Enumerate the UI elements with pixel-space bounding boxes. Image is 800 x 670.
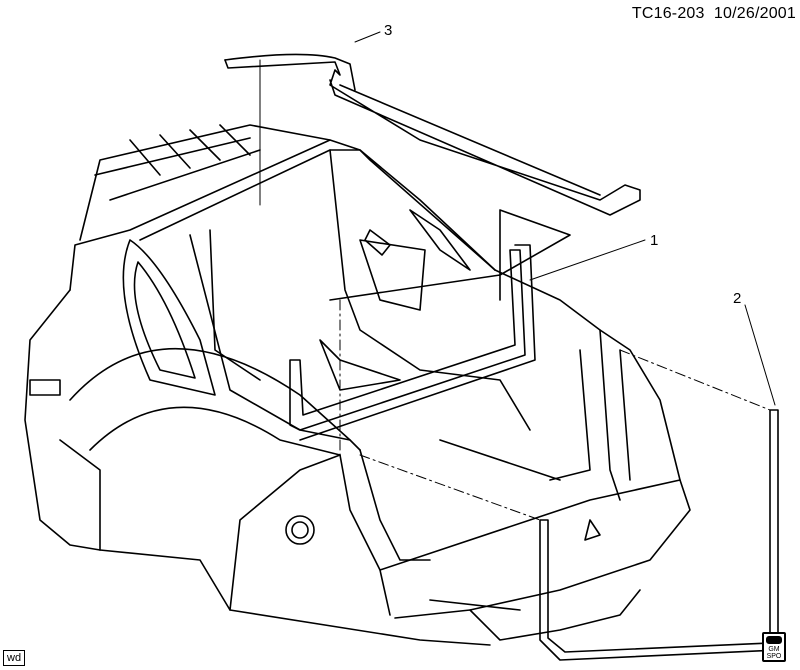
part-2-seal [539,409,779,661]
leader-lines [259,31,776,521]
drawing-code: TC16-203 [631,5,705,22]
drawing-id: TC16-203 10/26/2001 [632,5,796,23]
callout-2: 2 [733,290,742,307]
callout-3: 3 [384,22,393,39]
drawing-date: 10/26/2001 [713,5,796,22]
view-tag: wd [3,650,26,666]
part-3-seal [224,53,641,216]
vehicle-body [24,124,691,646]
part-1-seal [289,209,571,441]
callout-1: 1 [650,232,659,249]
